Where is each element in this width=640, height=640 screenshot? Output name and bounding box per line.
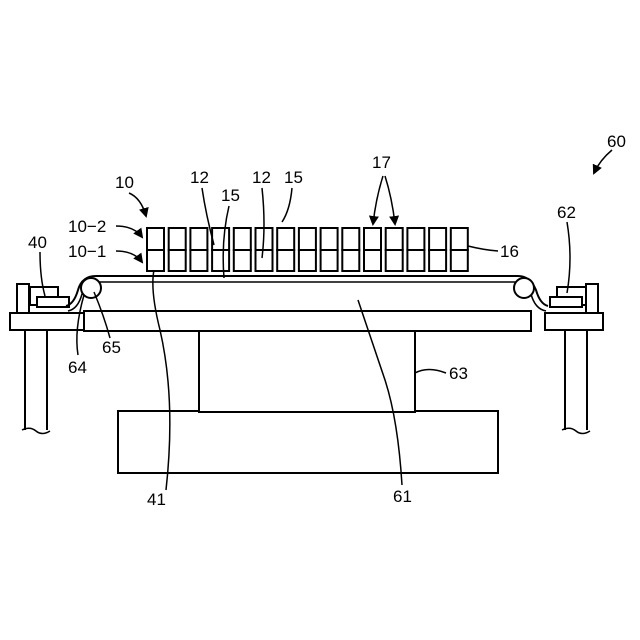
label-62: 62 — [557, 203, 576, 222]
chip-upper — [386, 228, 403, 250]
chip-lower — [277, 250, 294, 271]
chip-lower — [299, 250, 316, 271]
chip-upper — [451, 228, 468, 250]
right-post — [545, 284, 603, 434]
chip-lower — [147, 250, 164, 271]
label-65: 65 — [102, 338, 121, 357]
chip-upper — [407, 228, 424, 250]
chip-upper — [212, 228, 229, 250]
chip-lower — [212, 250, 229, 271]
chip-upper — [190, 228, 207, 250]
label-12-middle: 12 — [252, 168, 271, 187]
chip-upper — [147, 228, 164, 250]
label-10-1: 10−1 — [68, 242, 106, 261]
label-64: 64 — [68, 358, 87, 377]
label-63: 63 — [449, 364, 468, 383]
chip-lower — [407, 250, 424, 271]
chip-lower — [169, 250, 186, 271]
label-60: 60 — [607, 132, 626, 151]
chip-lower — [364, 250, 381, 271]
support-column — [199, 328, 415, 412]
chip-upper — [321, 228, 338, 250]
chip-upper — [277, 228, 294, 250]
chip-upper — [429, 228, 446, 250]
stage-plate — [84, 311, 531, 331]
chip-lower — [429, 250, 446, 271]
chip-upper — [364, 228, 381, 250]
chip-lower — [190, 250, 207, 271]
chip-upper — [169, 228, 186, 250]
chip-upper — [342, 228, 359, 250]
chip-lower — [256, 250, 273, 271]
label-16: 16 — [500, 242, 519, 261]
label-10-2: 10−2 — [68, 217, 106, 236]
chip-lower — [342, 250, 359, 271]
chip-array — [147, 228, 468, 271]
label-40: 40 — [28, 233, 47, 252]
chip-lower — [451, 250, 468, 271]
label-41: 41 — [147, 490, 166, 509]
label-17: 17 — [372, 153, 391, 172]
label-10: 10 — [115, 173, 134, 192]
film-inner — [68, 282, 546, 311]
chip-lower — [321, 250, 338, 271]
chip-upper — [299, 228, 316, 250]
chip-lower — [234, 250, 251, 271]
label-15-middle: 15 — [284, 168, 303, 187]
chip-lower — [386, 250, 403, 271]
right-roller — [514, 278, 534, 298]
chip-upper — [234, 228, 251, 250]
film-outer — [66, 276, 548, 306]
base-block — [118, 411, 498, 473]
label-15-left: 15 — [221, 186, 240, 205]
label-12-left: 12 — [190, 168, 209, 187]
label-61: 61 — [393, 487, 412, 506]
